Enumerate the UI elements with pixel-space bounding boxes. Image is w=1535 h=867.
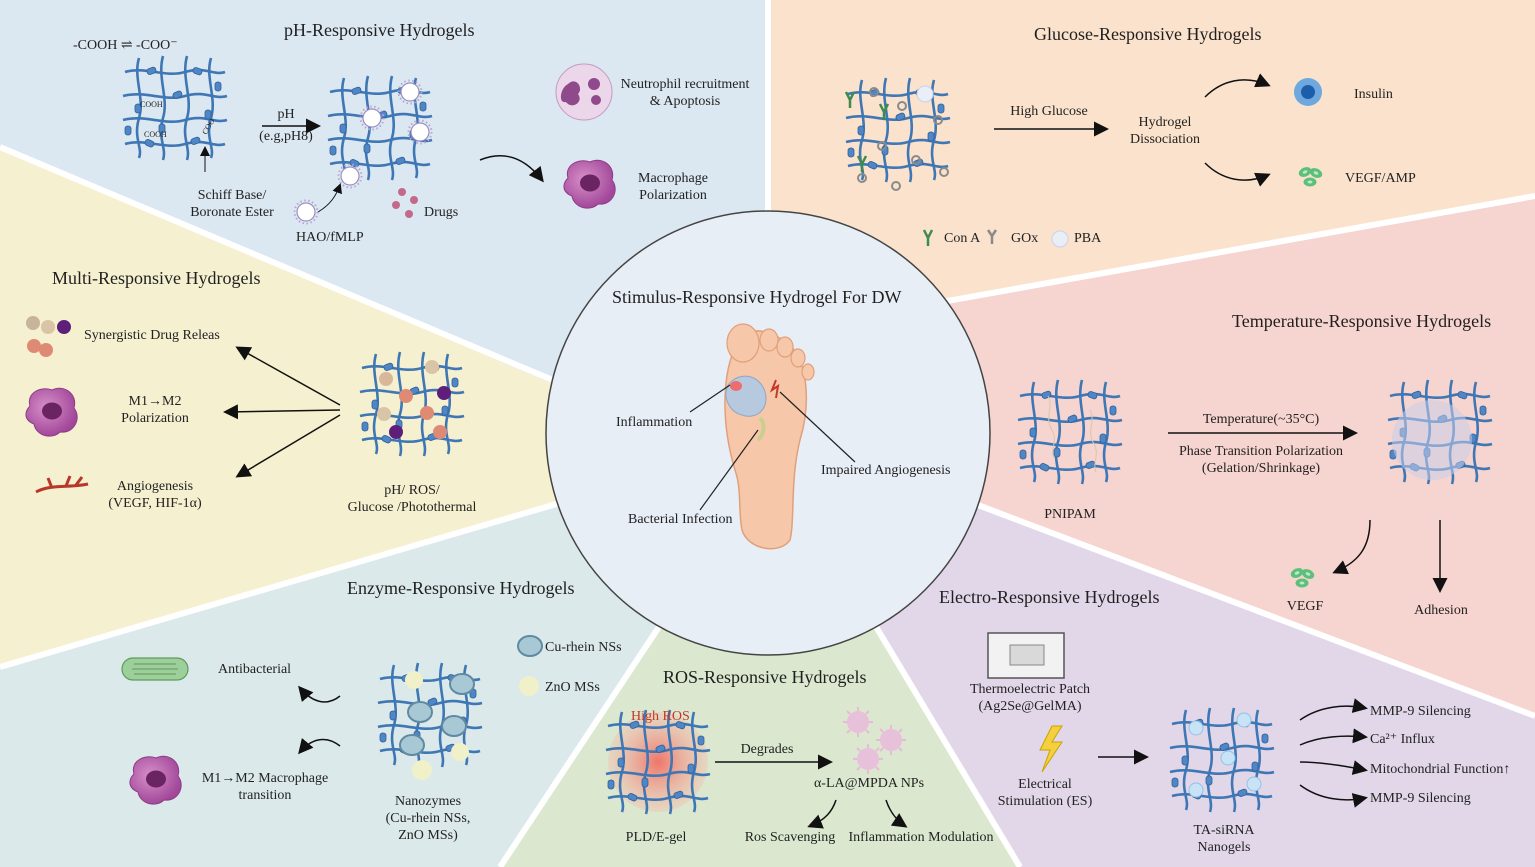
electro-outcome-1: MMP-9 Silencing (1370, 704, 1471, 719)
electro-title: Electro-Responsive Hydrogels (939, 587, 1160, 607)
ta-sirna-label-2: Nanogels (1197, 840, 1251, 855)
temp-vegf-label: VEGF (1286, 599, 1324, 614)
np-label: α-LA@MPDA NPs (813, 776, 925, 791)
degrades-label: Degrades (740, 742, 794, 757)
electro-outcome-3: Mitochondrial Function↑ (1370, 762, 1511, 777)
zno-legend-label: ZnO MSs (545, 680, 600, 695)
bacterium-icon (121, 657, 189, 681)
blood-vessel-icon (35, 475, 89, 494)
con-a-legend-label: Con A (944, 231, 981, 246)
enzyme-macrophage-label-1: M1→M2 Macrophage (201, 771, 329, 786)
inflammation-label: Inflammation (616, 415, 693, 430)
impaired-angiogenesis-label: Impaired Angiogenesis (821, 463, 951, 478)
m1m2-label-2: Polarization (121, 411, 189, 426)
foot-illustration (724, 323, 815, 550)
antibacterial-label: Antibacterial (218, 662, 292, 677)
ros-scavenging-label: Ros Scavenging (744, 830, 836, 845)
phase-transition-label-1: Phase Transition Polarization (1178, 444, 1344, 459)
dissociation-label-2: Dissociation (1130, 132, 1200, 147)
cu-rhein-legend-icon (517, 635, 543, 657)
hao-fmlp-label: HAO/fMLP (296, 230, 364, 245)
electro-outcome-4: MMP-9 Silencing (1370, 791, 1471, 806)
dissociation-label-1: Hydrogel (1138, 115, 1192, 130)
es-label-2: Stimulation (ES) (997, 794, 1093, 809)
adhesion-label: Adhesion (1414, 603, 1468, 618)
cooh-label: COOH (140, 100, 163, 109)
zno-legend-icon (519, 676, 539, 696)
gox-legend-label: GOx (1011, 231, 1039, 246)
ta-sirna-label-1: TA-siRNA (1193, 823, 1255, 838)
high-glucose-label: High Glucose (1010, 104, 1088, 119)
m1m2-label-1: M1→M2 (128, 394, 182, 409)
ros-glow (608, 712, 708, 812)
temperature-title: Temperature-Responsive Hydrogels (1232, 311, 1492, 331)
phase-transition-label-2: (Gelation/Shrinkage) (1201, 461, 1321, 476)
ph-stimulus-example: (e.g,pH8) (259, 129, 313, 144)
patch-label-2: (Ag2Se@GelMA) (978, 699, 1082, 714)
patch-label-1: Thermoelectric Patch (969, 682, 1091, 697)
boronate-ester-label: Boronate Ester (190, 205, 274, 220)
synergistic-drug-label: Synergistic Drug Releas (84, 328, 220, 343)
electro-outcome-2: Ca²⁺ Influx (1370, 732, 1435, 747)
angiogenesis-label-2: (VEGF, HIF-1α) (108, 496, 202, 511)
center-title: Stimulus-Responsive Hydrogel For DW (612, 287, 902, 307)
bacterial-infection-label: Bacterial Infection (628, 512, 733, 527)
np-icon-2 (875, 724, 907, 756)
ph-equation: -COOH ⇌ -COO⁻ (73, 38, 178, 53)
np-icon-1 (842, 706, 874, 738)
pld-egel-label: PLD/E-gel (625, 830, 687, 845)
pnipam-label: PNIPAM (1044, 507, 1096, 522)
enzyme-title: Enzyme-Responsive Hydrogels (347, 578, 575, 598)
multi-title: Multi-Responsive Hydrogels (52, 268, 261, 288)
inflammation-modulation-label: Inflammation Modulation (848, 830, 994, 845)
neutrophil-label-2: & Apoptosis (649, 94, 721, 109)
ph-title: pH-Responsive Hydrogels (284, 20, 475, 40)
macrophage-label-2: Polarization (639, 188, 707, 203)
multi-drug-dots (26, 316, 71, 357)
np-icon-3 (852, 743, 884, 775)
nanozymes-label-3: ZnO MSs) (398, 828, 458, 843)
cooh-label-2: COOH (144, 130, 167, 139)
insulin-label: Insulin (1354, 87, 1393, 102)
cu-rhein-legend-label: Cu-rhein NSs (545, 640, 622, 655)
insulin-icon (1294, 78, 1322, 106)
nanozyme-particles (399, 671, 475, 780)
glucose-title: Glucose-Responsive Hydrogels (1034, 24, 1262, 44)
macrophage-label-1: Macrophage (638, 171, 708, 186)
lightning-icon (1039, 725, 1063, 773)
angiogenesis-label-1: Angiogenesis (116, 479, 194, 494)
high-ros-label: High ROS (631, 709, 690, 724)
multi-sector (0, 147, 590, 667)
thermoelectric-patch-icon (987, 632, 1065, 679)
enzyme-macrophage-label-2: transition (238, 788, 292, 803)
ros-title: ROS-Responsive Hydrogels (663, 667, 867, 687)
vegf-amp-label: VEGF/AMP (1345, 171, 1416, 186)
neutrophil-label-1: Neutrophil recruitment (620, 77, 750, 92)
neutrophil-icon (555, 63, 613, 121)
nanozymes-label-2: (Cu-rhein NSs, (385, 811, 471, 826)
schiff-base-label: Schiff Base/ (197, 188, 267, 203)
nanozymes-label-1: Nanozymes (394, 794, 462, 809)
es-label-1: Electrical (1018, 777, 1072, 792)
drugs-label: Drugs (424, 205, 459, 220)
glucose-sector (768, 0, 1535, 333)
ph-stimulus-label: pH (277, 107, 295, 122)
multi-network-dots (377, 360, 451, 439)
pba-legend-label: PBA (1074, 231, 1102, 246)
glucose-legend-icons (922, 229, 1069, 248)
multi-stimuli-label-2: Glucose /Photothermal (347, 500, 477, 515)
temperature-stimulus-label: Temperature(~35°C) (1202, 412, 1320, 427)
multi-stimuli-label-1: pH/ ROS/ (384, 483, 440, 498)
